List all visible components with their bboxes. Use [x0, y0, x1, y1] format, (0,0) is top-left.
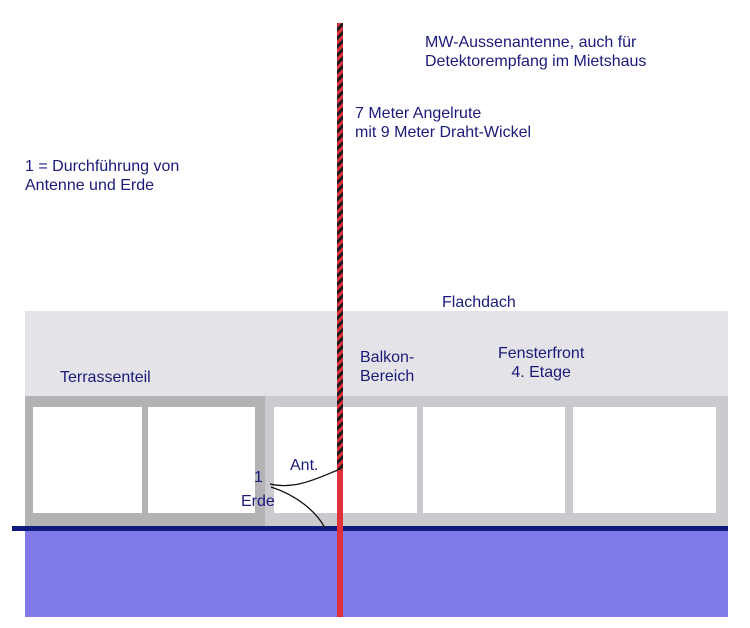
window-front-label-line-2: 4. Etage — [511, 364, 571, 381]
balcony-label: Balkon- Bereich — [360, 348, 414, 386]
terrace-window-2 — [148, 407, 255, 513]
earth-label: Erde — [241, 493, 275, 510]
diagram-title: MW-Aussenantenne, auch für Detektorempfa… — [425, 33, 646, 71]
balcony-label-line-2: Bereich — [360, 368, 415, 385]
terrace-label: Terrassenteil — [60, 369, 151, 386]
floor-line — [12, 526, 728, 531]
antenna-label: Ant. — [290, 457, 319, 474]
balcony-label-line-1: Balkon- — [360, 349, 415, 366]
front-window-2 — [573, 407, 716, 513]
rod-label-line-1: 7 Meter Angelrute — [355, 105, 482, 122]
balcony-window — [274, 407, 417, 513]
earth-wire — [270, 486, 326, 529]
terrace-window-1 — [33, 407, 142, 513]
window-front-label-line-1: Fensterfront — [498, 345, 585, 362]
rod-label-line-2: mit 9 Meter Draht-Wickel — [355, 124, 532, 141]
legend-line-2: Antenne und Erde — [25, 177, 154, 194]
antenna-wire — [269, 469, 339, 487]
window-front-label: Fensterfront 4. Etage — [498, 344, 584, 382]
feedthrough-number: 1 — [254, 469, 263, 486]
title-line-2: Detektorempfang im Mietshaus — [425, 53, 647, 70]
title-line-1: MW-Aussenantenne, auch für — [425, 34, 637, 51]
building-body — [25, 531, 728, 617]
flat-roof — [25, 311, 728, 396]
legend-line-1: 1 = Durchführung von — [25, 158, 180, 175]
rod-lower-section — [337, 470, 343, 617]
fishing-rod — [337, 23, 343, 470]
roof-label: Flachdach — [442, 294, 516, 311]
front-window-1 — [423, 407, 565, 513]
legend: 1 = Durchführung von Antenne und Erde — [25, 157, 179, 195]
rod-label: 7 Meter Angelrute mit 9 Meter Draht-Wick… — [355, 104, 531, 142]
